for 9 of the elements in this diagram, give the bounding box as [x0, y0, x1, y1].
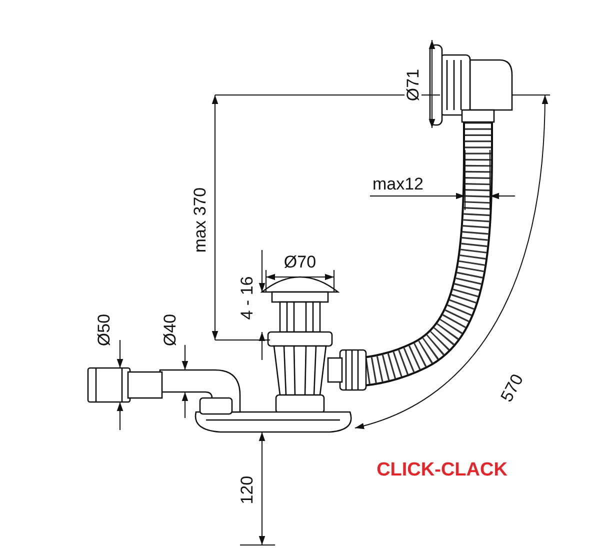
dimension-label: Ø50	[96, 312, 112, 348]
dimension-label: Ø40	[162, 312, 178, 348]
dimension-label: 120	[238, 474, 256, 506]
dimension-label: Ø71	[404, 68, 422, 102]
dimension-label: Ø70	[282, 254, 318, 270]
dimension-label: 4 - 16	[238, 275, 256, 321]
dimension-label: max 370	[192, 186, 208, 254]
dimension-label: max12	[371, 176, 425, 192]
caption-text: CLICK-CLACK	[376, 460, 508, 480]
